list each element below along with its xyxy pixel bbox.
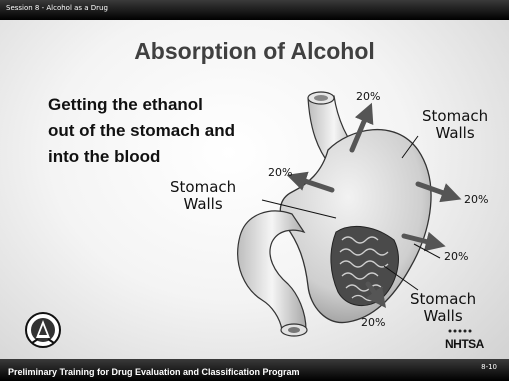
- wall-label-line: Stomach: [410, 291, 476, 308]
- nhtsa-logo-stars: [444, 326, 484, 336]
- percent-label-lower-right: 20%: [444, 250, 468, 263]
- wall-label-line: Stomach: [422, 108, 488, 125]
- wall-label-line: Walls: [410, 308, 476, 325]
- program-label: Preliminary Training for Drug Evaluation…: [8, 367, 300, 377]
- stomach-walls-label-bottom: Stomach Walls: [410, 291, 476, 325]
- percent-label-left: 20%: [268, 166, 292, 179]
- percent-label-right: 20%: [464, 193, 488, 206]
- duodenum: [238, 211, 306, 330]
- wall-label-line: Stomach: [170, 179, 236, 196]
- wall-label-line: Walls: [170, 196, 236, 213]
- page-number: 8-10: [481, 363, 497, 371]
- percent-label-top: 20%: [356, 90, 380, 103]
- stomach-walls-label-top: Stomach Walls: [422, 108, 488, 142]
- percent-label-bottom: 20%: [361, 316, 385, 329]
- wall-label-line: Walls: [422, 125, 488, 142]
- nhtsa-logo: NHTSA: [445, 337, 484, 351]
- association-seal-logo: [24, 310, 62, 350]
- stomach-walls-label-left: Stomach Walls: [170, 179, 236, 213]
